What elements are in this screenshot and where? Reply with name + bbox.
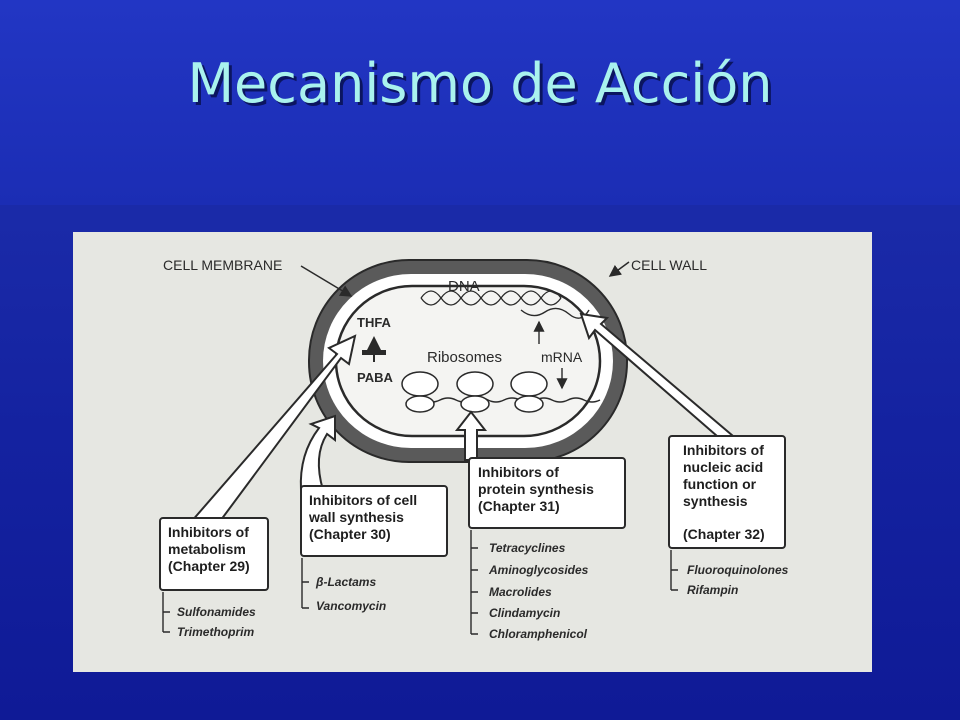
cell-wall-pointer [608,261,630,277]
group-protein-line-3: (Chapter 31) [478,498,560,514]
group-protein: Inhibitors of protein synthesis (Chapter… [468,457,626,641]
arrow-cell-wall [299,414,336,491]
group-nucleic: Inhibitors of nucleic acid function or s… [668,435,789,597]
group-metabolism: Inhibitors of metabolism (Chapter 29) Su… [159,517,269,639]
group-nucleic-line-1: Inhibitors of [683,442,764,458]
group-cell-wall-drug-2: Vancomycin [316,599,386,613]
ribosome-2 [456,371,494,413]
cell-membrane-label: CELL MEMBRANE [163,257,282,273]
group-nucleic-box [668,435,786,549]
arrow-protein [454,410,488,461]
thfa-label: THFA [357,315,392,330]
arrow-metabolism [189,334,357,530]
group-nucleic-line-3: function or [683,476,757,492]
group-protein-drug-2: Aminoglycosides [488,563,589,577]
group-protein-line-2: protein synthesis [478,481,594,497]
translation-strand [407,397,601,403]
group-nucleic-line-5: (Chapter 32) [683,526,765,542]
group-protein-drug-1: Tetracyclines [489,541,566,555]
ribosomes-label: Ribosomes [427,349,502,366]
group-nucleic-drug-1: Fluoroquinolones [687,563,789,577]
ribosome-3 [510,371,548,413]
mrna-strand [520,307,590,319]
title-band [0,0,960,205]
group-nucleic-line-2: nucleic acid [683,459,763,475]
group-metabolism-line-2: metabolism [168,541,246,557]
dna-label: DNA [448,278,480,295]
mrna-label: mRNA [541,349,583,365]
group-protein-bracket [470,530,478,635]
mechanism-diagram: DNA THFA PABA Ribosomes mRNA CELL MEMBRA… [73,232,872,672]
group-nucleic-line-4: synthesis [683,493,748,509]
group-metabolism-drug-2: Trimethoprim [177,625,254,639]
group-cell-wall-line-3: (Chapter 30) [309,526,391,542]
group-metabolism-drug-1: Sulfonamides [177,605,256,619]
ribosome-1 [401,371,439,413]
group-metabolism-bracket [162,592,170,633]
group-cell-wall-drug-1: β-Lactams [315,575,376,589]
group-protein-drug-4: Clindamycin [489,606,560,620]
group-cell-wall-line-1: Inhibitors of cell [309,492,417,508]
group-nucleic-drug-2: Rifampin [687,583,738,597]
group-cell-wall-box [300,485,448,557]
cell-membrane-pointer [300,265,353,297]
group-metabolism-box [159,517,269,591]
group-protein-drug-3: Macrolides [489,585,552,599]
group-protein-drug-5: Chloramphenicol [489,627,588,641]
group-protein-box [468,457,626,529]
slide-title: Mecanismo de Acción [187,52,773,115]
dna-strand-a [420,290,562,306]
group-protein-line-1: Inhibitors of [478,464,559,480]
cell-wall-label: CELL WALL [631,257,707,273]
group-cell-wall-line-2: wall synthesis [308,509,404,525]
group-cell-wall: Inhibitors of cell wall synthesis (Chapt… [300,485,448,613]
thfa-block-bar [362,350,386,355]
group-cell-wall-bracket [301,558,309,609]
group-metabolism-line-3: (Chapter 29) [168,558,250,574]
group-metabolism-line-1: Inhibitors of [168,524,249,540]
arrow-nucleic [579,312,736,437]
diagram-svg: DNA THFA PABA Ribosomes mRNA CELL MEMBRA… [159,257,789,641]
paba-label: PABA [357,370,393,385]
group-nucleic-bracket [670,550,678,591]
dna-strand-b [420,290,562,306]
